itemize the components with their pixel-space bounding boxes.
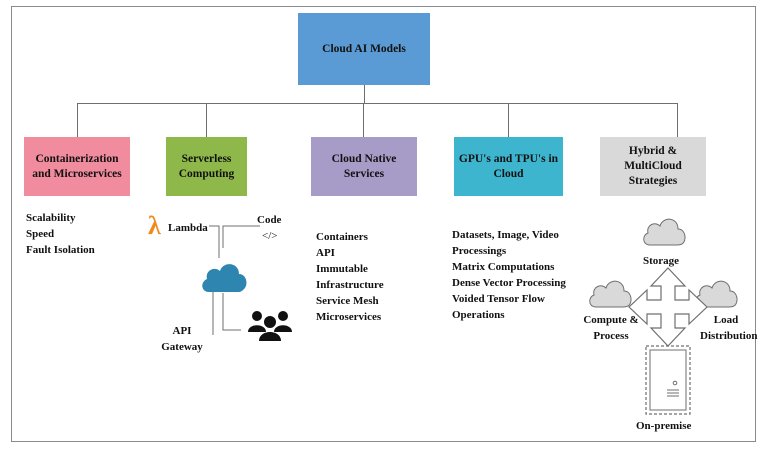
code-label: Code xyxy=(257,214,282,226)
four-way-arrow-icon xyxy=(628,267,708,347)
category-gpu-tpu: GPU's and TPU's in Cloud xyxy=(454,137,563,196)
users-icon xyxy=(248,311,292,341)
list-item: Fault Isolation xyxy=(26,244,95,256)
list-item: Scalability xyxy=(26,212,76,224)
branch-connector-1 xyxy=(77,103,78,137)
storage-cloud-icon xyxy=(643,218,686,246)
list-item: Operations xyxy=(452,309,505,321)
compute-label: Compute & Process xyxy=(583,314,639,342)
list-item: Service Mesh xyxy=(316,295,379,307)
category-label: Hybrid & MultiCloud Strategies xyxy=(624,145,682,187)
list-item: Containers xyxy=(316,231,368,243)
lambda-icon: λ xyxy=(148,211,161,240)
category-containerization: Containerization and Microservices xyxy=(24,137,130,196)
branch-connector-5 xyxy=(677,103,678,137)
root-connector xyxy=(364,85,365,103)
compute-cloud-icon xyxy=(589,280,632,308)
list-item: Matrix Computations xyxy=(452,261,555,273)
lambda-label: Lambda xyxy=(168,222,208,234)
list-item: Infrastructure xyxy=(316,279,384,291)
category-cloud-native: Cloud Native Services xyxy=(311,137,417,196)
gpu-tpu-list: Datasets, Image, Video Processings Matri… xyxy=(452,227,566,323)
category-label: GPU's and TPU's in Cloud xyxy=(458,152,559,180)
root-node: Cloud AI Models xyxy=(298,13,430,85)
category-label: Serverless Computing xyxy=(178,152,235,180)
containerization-list: Scalability Speed Fault Isolation xyxy=(26,210,95,258)
list-item: Datasets, Image, Video xyxy=(452,229,559,241)
load-cloud-icon xyxy=(695,280,738,308)
cloud-icon xyxy=(202,264,247,292)
code-icon: </> xyxy=(262,230,278,242)
category-serverless: Serverless Computing xyxy=(166,137,247,196)
load-distribution-label: Load Distribution xyxy=(700,314,758,342)
list-item: Speed xyxy=(26,228,55,240)
diagram-frame xyxy=(11,6,756,442)
api-gateway-label: API Gateway xyxy=(161,325,203,353)
branch-connector-4 xyxy=(508,103,509,137)
cloud-native-list: Containers API Immutable Infrastructure … xyxy=(316,229,384,325)
horizontal-connector xyxy=(77,103,677,104)
list-item: Dense Vector Processing xyxy=(452,277,566,289)
category-hybrid-multicloud: Hybrid & MultiCloud Strategies xyxy=(600,137,706,196)
root-label: Cloud AI Models xyxy=(322,42,406,55)
list-item: Immutable xyxy=(316,263,368,275)
category-label: Containerization and Microservices xyxy=(32,152,122,180)
server-icon xyxy=(645,345,691,415)
list-item: Voided Tensor Flow xyxy=(452,293,545,305)
branch-connector-3 xyxy=(363,103,364,137)
storage-label: Storage xyxy=(643,255,680,267)
on-premise-label: On-premise xyxy=(636,420,692,432)
list-item: Processings xyxy=(452,245,507,257)
list-item: Microservices xyxy=(316,311,382,323)
category-label: Cloud Native Services xyxy=(331,152,397,180)
branch-connector-2 xyxy=(206,103,207,137)
list-item: API xyxy=(316,247,335,259)
